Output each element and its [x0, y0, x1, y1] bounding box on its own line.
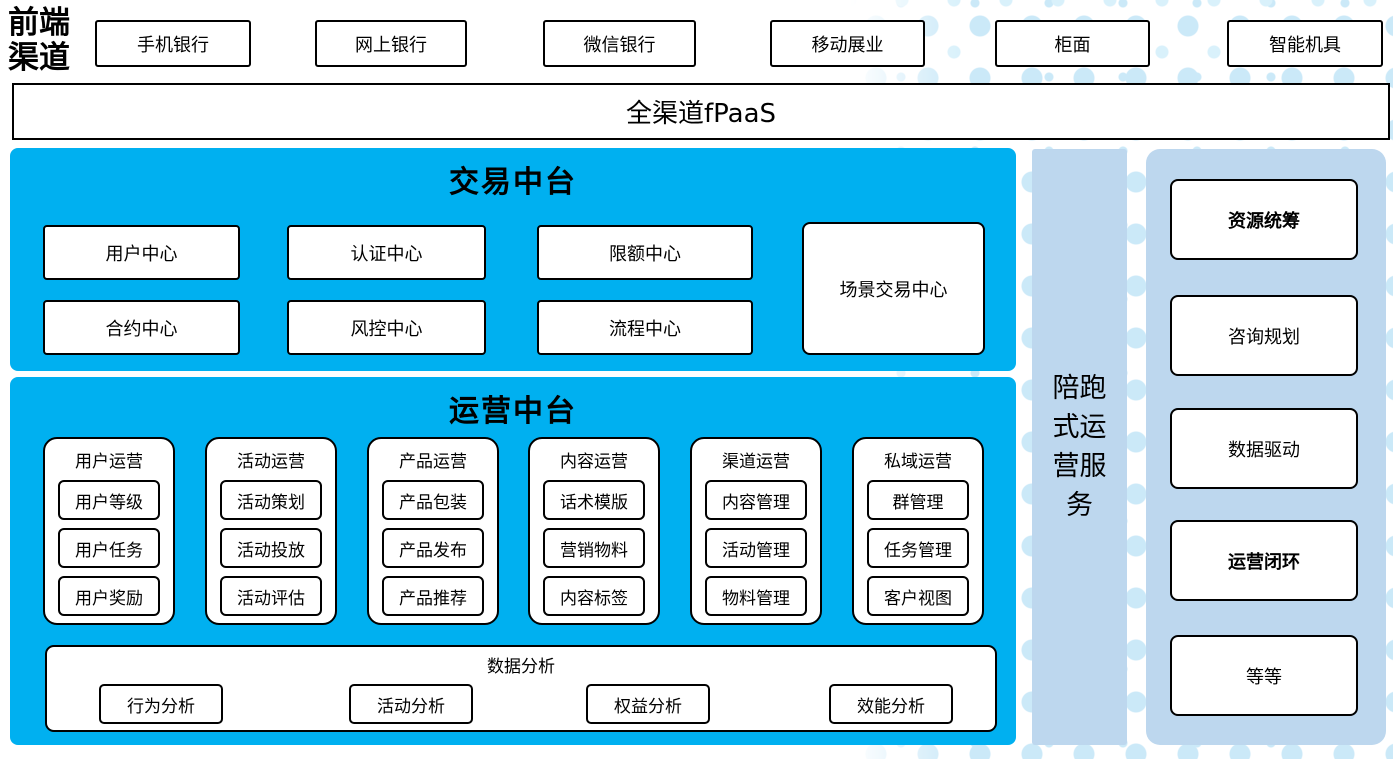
channel-box-online-banking: 网上银行 — [315, 20, 467, 67]
data-analysis-title: 数据分析 — [487, 657, 555, 677]
service-box-resource-coordination: 资源统筹 — [1170, 179, 1358, 260]
channel-box-mobile-banking: 手机银行 — [95, 20, 251, 67]
trade-platform-title: 交易中台 — [449, 165, 577, 200]
service-box-etc: 等等 — [1170, 635, 1358, 716]
group-product-operation: 产品运营 产品包装 产品发布 产品推荐 — [367, 437, 499, 625]
group-item: 用户等级 — [58, 480, 160, 520]
data-analysis-box: 数据分析 行为分析 活动分析 权益分析 效能分析 — [45, 645, 997, 732]
group-title: 用户运营 — [75, 452, 143, 472]
data-item-rights-analysis: 权益分析 — [586, 684, 710, 724]
group-item: 产品发布 — [382, 528, 484, 568]
group-item: 活动策划 — [220, 480, 322, 520]
group-title: 活动运营 — [237, 452, 305, 472]
channel-box-smart-machines: 智能机具 — [1227, 20, 1383, 67]
trade-box-auth-center: 认证中心 — [287, 225, 486, 280]
data-item-behavior-analysis: 行为分析 — [99, 684, 223, 724]
group-content-operation: 内容运营 话术模版 营销物料 内容标签 — [528, 437, 660, 625]
data-item-efficiency-analysis: 效能分析 — [829, 684, 953, 724]
group-item: 产品推荐 — [382, 576, 484, 616]
group-item: 营销物料 — [543, 528, 645, 568]
group-item: 物料管理 — [705, 576, 807, 616]
group-item: 活动投放 — [220, 528, 322, 568]
trade-platform-panel: 交易中台 用户中心 认证中心 限额中心 合约中心 风控中心 流程中心 场景交易中… — [10, 148, 1016, 371]
trade-box-quota-center: 限额中心 — [537, 225, 753, 280]
group-private-domain-operation: 私域运营 群管理 任务管理 客户视图 — [852, 437, 984, 625]
trade-box-process-center: 流程中心 — [537, 300, 753, 355]
group-channel-operation: 渠道运营 内容管理 活动管理 物料管理 — [690, 437, 822, 625]
service-box-operation-loop: 运营闭环 — [1170, 520, 1358, 601]
operation-platform-title: 运营中台 — [449, 394, 577, 429]
group-title: 渠道运营 — [722, 452, 790, 472]
group-title: 内容运营 — [560, 452, 628, 472]
trade-box-risk-center: 风控中心 — [287, 300, 486, 355]
operation-platform-panel: 运营中台 用户运营 用户等级 用户任务 用户奖励 活动运营 活动策划 活动投放 … — [10, 377, 1016, 745]
group-title: 私域运营 — [884, 452, 952, 472]
group-title: 产品运营 — [399, 452, 467, 472]
group-activity-operation: 活动运营 活动策划 活动投放 活动评估 — [205, 437, 337, 625]
service-box-data-driven: 数据驱动 — [1170, 408, 1358, 489]
companion-operation-service-label: 陪跑式运营服务 — [1052, 372, 1107, 522]
fpaas-bar: 全渠道fPaaS — [12, 83, 1390, 140]
group-item: 活动评估 — [220, 576, 322, 616]
trade-box-user-center: 用户中心 — [43, 225, 240, 280]
front-channels-label: 前端渠道 — [8, 5, 70, 76]
data-item-activity-analysis: 活动分析 — [349, 684, 473, 724]
group-item: 内容管理 — [705, 480, 807, 520]
service-box-consulting-planning: 咨询规划 — [1170, 295, 1358, 376]
channel-box-counter: 柜面 — [995, 20, 1150, 67]
trade-box-contract-center: 合约中心 — [43, 300, 240, 355]
service-panel: 资源统筹 咨询规划 数据驱动 运营闭环 等等 — [1146, 149, 1386, 745]
group-item: 用户奖励 — [58, 576, 160, 616]
group-item: 内容标签 — [543, 576, 645, 616]
group-item: 话术模版 — [543, 480, 645, 520]
companion-operation-service-bar: 陪跑式运营服务 — [1032, 149, 1127, 745]
trade-box-scenario-trade-center: 场景交易中心 — [802, 222, 985, 355]
channel-box-mobile-sales: 移动展业 — [770, 20, 925, 67]
group-item: 群管理 — [867, 480, 969, 520]
group-item: 活动管理 — [705, 528, 807, 568]
group-item: 产品包装 — [382, 480, 484, 520]
group-user-operation: 用户运营 用户等级 用户任务 用户奖励 — [43, 437, 175, 625]
group-item: 用户任务 — [58, 528, 160, 568]
group-item: 任务管理 — [867, 528, 969, 568]
group-item: 客户视图 — [867, 576, 969, 616]
channel-box-wechat-banking: 微信银行 — [543, 20, 696, 67]
